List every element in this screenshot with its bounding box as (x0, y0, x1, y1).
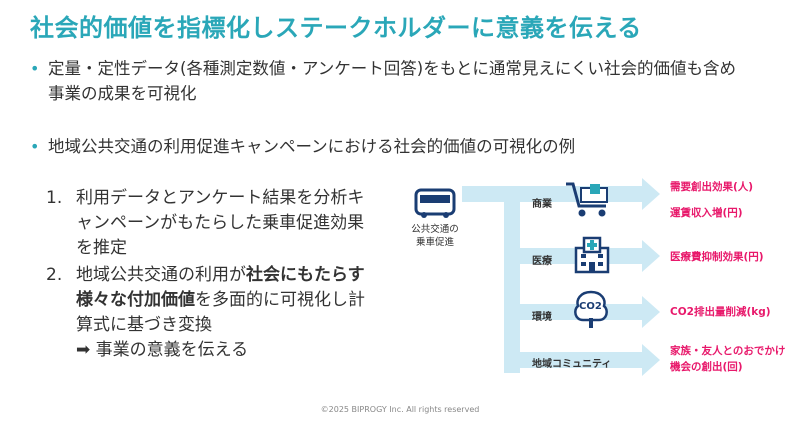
bullet-text: 地域公共交通の利用促進キャンペーンにおける社会的価値の可視化の例 (48, 137, 576, 156)
source-label-line2: 乗車促進 (415, 237, 454, 248)
step-number: 1. (46, 188, 63, 208)
step-text-pre: 地域公共交通の利用が (76, 265, 246, 285)
result-medical-cost: 医療費抑制効果(円) (670, 251, 764, 263)
value-flow-diagram: 公共交通の 乗車促進 商業 医療 環境 CO2 地域コミュニティ 需要創出効果(… (392, 168, 800, 388)
category-medical-label: 医療 (532, 256, 552, 267)
category-commerce-label: 商業 (532, 199, 552, 210)
shopping-cart-icon (566, 182, 608, 217)
step-text-bold: 社会にもたらす様々な付加価値 (76, 265, 365, 310)
bullet-list: • 定量・定性データ(各種測定数値・アンケート回答)をもとに通常見えにくい社会的… (28, 56, 748, 156)
bullet-text: 定量・定性データ(各種測定数値・アンケート回答)をもとに通常見えにくい社会的価値… (48, 59, 737, 103)
co2-label: CO2 (579, 301, 602, 312)
copyright-footer: ©2025 BIPROGY Inc. All rights reserved (320, 405, 480, 414)
bus-icon (414, 188, 456, 218)
source-label: 公共交通の 乗車促進 (400, 223, 470, 249)
arrow-right-icon: ➡ (76, 340, 91, 360)
step-arrow-text: 事業の意義を伝える (95, 340, 249, 360)
bullet-dot-icon: • (30, 59, 40, 78)
step-item: 1. 利用データとアンケート結果を分析キャンペーンがもたらした乗車促進効果を推定 (46, 186, 366, 261)
category-community-label: 地域コミュニティ (532, 359, 612, 370)
hospital-icon (574, 236, 610, 274)
result-co2-reduction: CO2排出量削減(kg) (670, 306, 771, 318)
co2-tree-icon: CO2 (570, 288, 612, 330)
category-environment-label: 環境 (532, 312, 552, 323)
step-item: 2. 地域公共交通の利用が社会にもたらす様々な付加価値を多面的に可視化し計算式に… (46, 263, 366, 363)
step-text: 利用データとアンケート結果を分析キャンペーンがもたらした乗車促進効果を推定 (76, 188, 365, 258)
step-text-post: を多面的に可視化し計算式に基づき変換 (76, 290, 365, 335)
bullet-dot-icon: • (30, 137, 40, 156)
result-community-line2: 機会の創出(回) (670, 361, 743, 373)
bullet-item: • 定量・定性データ(各種測定数値・アンケート回答)をもとに通常見えにくい社会的… (28, 56, 748, 106)
result-fare-revenue: 運賃収入増(円) (670, 207, 743, 219)
step-number: 2. (46, 265, 63, 285)
numbered-steps: 1. 利用データとアンケート結果を分析キャンペーンがもたらした乗車促進効果を推定… (46, 186, 366, 363)
page-title: 社会的価値を指標化しステークホルダーに意義を伝える (30, 14, 642, 42)
result-community-line1: 家族・友人とのおでかけ (670, 345, 786, 357)
result-demand-creation: 需要創出効果(人) (670, 181, 754, 193)
bullet-item: • 地域公共交通の利用促進キャンペーンにおける社会的価値の可視化の例 (28, 134, 575, 159)
source-label-line1: 公共交通の (411, 224, 459, 235)
